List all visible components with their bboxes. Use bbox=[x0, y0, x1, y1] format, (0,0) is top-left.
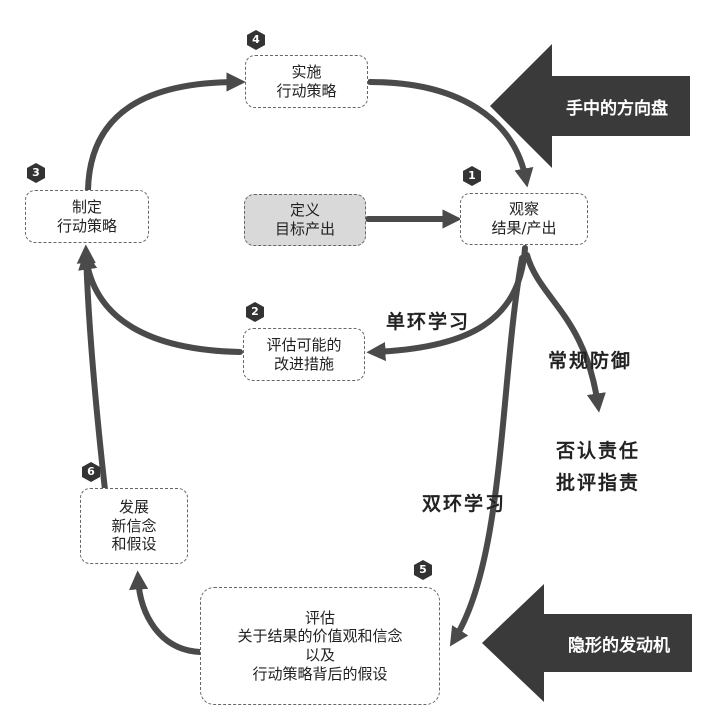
step-2-line-1: 评估可能的 bbox=[266, 335, 342, 354]
arrow-evaluate-to-plan bbox=[78, 250, 243, 355]
step-5-line-4: 行动策略背后的假设 bbox=[252, 664, 388, 683]
arrow-implement-to-observe bbox=[367, 79, 534, 188]
step-5-number: 5 bbox=[419, 563, 427, 576]
hidden-engine-arrow: 隐形的发动机 bbox=[482, 584, 692, 702]
steering-wheel-label: 手中的方向盘 bbox=[566, 98, 668, 119]
step-2-box: 评估可能的 改进措施 bbox=[243, 328, 365, 381]
reaction-blame: 批评指责 bbox=[556, 472, 641, 494]
step-6-box: 发展 新信念 和假设 bbox=[80, 488, 188, 564]
step-4-number: 4 bbox=[252, 33, 260, 46]
arrow-plan-to-implement bbox=[85, 72, 246, 193]
defense-label: 常规防御 bbox=[548, 350, 633, 372]
step-4-line-1: 实施 bbox=[291, 62, 322, 81]
reaction-deny: 否认责任 bbox=[556, 440, 641, 462]
step-5-line-1: 评估 bbox=[304, 608, 335, 627]
step-5-box: 评估 关于结果的价值观和信念 以及 行动策略背后的假设 bbox=[200, 587, 440, 705]
step-6-number: 6 bbox=[87, 465, 95, 478]
step-4-badge: 4 bbox=[245, 29, 267, 51]
step-1-line-2: 结果/产出 bbox=[491, 219, 557, 237]
goal-line-1: 定义 bbox=[289, 201, 320, 220]
arrow-develop-to-plan bbox=[76, 244, 108, 493]
step-3-badge: 3 bbox=[25, 162, 47, 184]
goal-box: 定义 目标产出 bbox=[244, 194, 366, 246]
arrow-single-loop bbox=[366, 245, 528, 362]
step-1-box: 观察 结果/产出 bbox=[460, 193, 588, 245]
hidden-engine-label: 隐形的发动机 bbox=[568, 635, 670, 656]
step-1-badge: 1 bbox=[461, 165, 483, 187]
goal-line-2: 目标产出 bbox=[274, 220, 335, 238]
step-2-number: 2 bbox=[251, 305, 259, 318]
step-1-line-1: 观察 bbox=[508, 200, 539, 219]
single-loop-label: 单环学习 bbox=[386, 311, 471, 333]
step-4-line-2: 行动策略 bbox=[276, 81, 337, 100]
step-5-line-3: 以及 bbox=[304, 646, 335, 664]
step-6-badge: 6 bbox=[80, 461, 102, 483]
step-6-line-2: 新信念 bbox=[111, 516, 157, 535]
step-3-line-1: 制定 bbox=[71, 197, 102, 216]
step-3-number: 3 bbox=[32, 166, 40, 179]
step-2-badge: 2 bbox=[244, 301, 266, 323]
arrow-double-loop bbox=[449, 255, 525, 647]
step-2-line-2: 改进措施 bbox=[273, 354, 334, 373]
double-loop-label: 双环学习 bbox=[422, 493, 507, 515]
arrow-defense bbox=[524, 252, 606, 413]
step-3-box: 制定 行动策略 bbox=[25, 190, 149, 243]
step-6-line-1: 发展 bbox=[118, 497, 149, 516]
step-5-line-2: 关于结果的价值观和信念 bbox=[237, 627, 403, 646]
step-4-box: 实施 行动策略 bbox=[245, 55, 368, 108]
step-5-badge: 5 bbox=[412, 559, 434, 581]
step-3-line-2: 行动策略 bbox=[56, 216, 117, 235]
steering-wheel-arrow: 手中的方向盘 bbox=[490, 44, 690, 168]
step-1-number: 1 bbox=[468, 169, 476, 182]
arrow-assess-to-develop bbox=[129, 570, 203, 655]
step-6-line-3: 和假设 bbox=[111, 535, 157, 554]
